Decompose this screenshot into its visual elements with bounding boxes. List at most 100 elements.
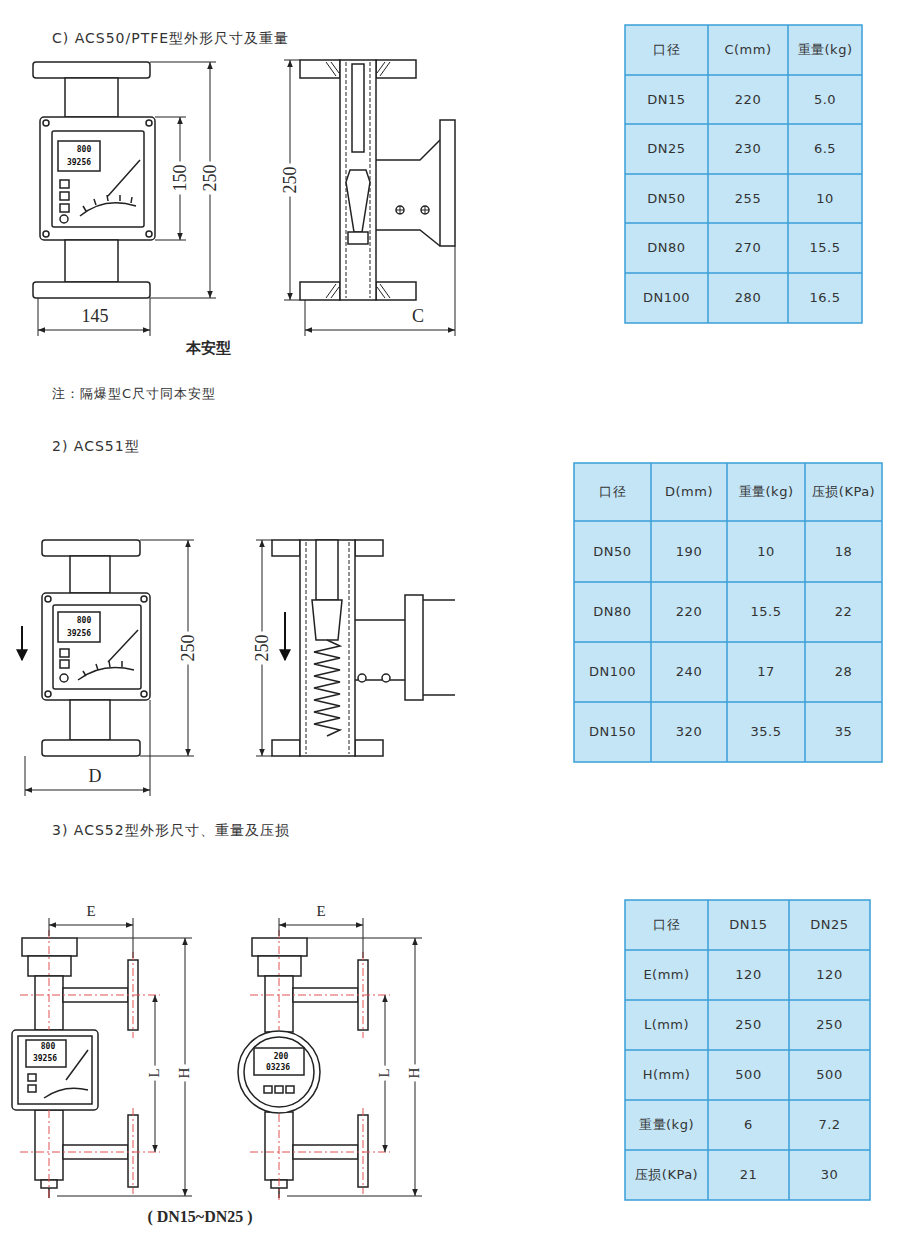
drawing-part bbox=[352, 64, 364, 152]
drawing-part bbox=[60, 215, 68, 223]
drawing-part bbox=[146, 231, 152, 237]
table-cell: 28 bbox=[835, 665, 853, 680]
display-reading: 03236 bbox=[266, 1063, 290, 1072]
dimension-label: 250 bbox=[178, 632, 199, 665]
drawing-part bbox=[12, 1030, 98, 1110]
drawing-part bbox=[405, 595, 423, 700]
dimension-label: L bbox=[376, 1065, 393, 1080]
data-table bbox=[574, 25, 882, 1200]
bypass-flowmeter-round bbox=[238, 918, 422, 1200]
drawing-part bbox=[49, 918, 192, 1196]
table-cell: 220 bbox=[676, 605, 702, 620]
dimension-label: C bbox=[410, 306, 426, 327]
dimension-lines bbox=[38, 62, 216, 336]
centerline bbox=[20, 930, 160, 1200]
table-cell: 重量(kg) bbox=[739, 485, 794, 500]
table-cell: 口径 bbox=[653, 918, 680, 933]
table-cell: 口径 bbox=[599, 485, 626, 500]
drawing-part bbox=[316, 540, 338, 600]
drawing-part bbox=[80, 160, 140, 216]
display-reading: 800 bbox=[77, 145, 91, 154]
dimension-label: H bbox=[176, 1065, 193, 1082]
table-cell: DN50 bbox=[647, 191, 685, 206]
table-cell: DN80 bbox=[593, 605, 631, 620]
table-cell: 320 bbox=[676, 725, 702, 740]
drawing-part bbox=[279, 918, 422, 1196]
table-cell: 22 bbox=[835, 605, 853, 620]
drawing-part bbox=[33, 282, 150, 298]
drawing-part bbox=[574, 463, 882, 762]
drawing-part bbox=[355, 740, 383, 756]
table-cell: 重量(kg) bbox=[798, 43, 853, 58]
table-cell: 口径 bbox=[653, 43, 680, 58]
drawing-part bbox=[358, 674, 366, 682]
heading-text: 2) ACS51型 bbox=[52, 438, 140, 454]
dimension-label: E bbox=[314, 903, 327, 920]
drawing-part bbox=[340, 60, 376, 300]
drawing-part bbox=[376, 282, 416, 300]
table-cell: 6.5 bbox=[814, 142, 836, 157]
drawing-part bbox=[60, 192, 69, 200]
drawing-part bbox=[300, 282, 340, 300]
drawing-part bbox=[26, 1040, 66, 1067]
heading-text: 3) ACS52型外形尺寸、重量及压损 bbox=[52, 822, 290, 838]
drawing-part bbox=[305, 330, 455, 331]
table-cell: L(mm) bbox=[644, 1018, 689, 1033]
drawing-part bbox=[18, 1036, 92, 1104]
drawing-part bbox=[625, 900, 870, 1200]
table-cell: DN100 bbox=[589, 665, 636, 680]
flowmeter-side-section bbox=[300, 60, 455, 300]
dimension-label: 250 bbox=[252, 632, 273, 665]
table-cell: 压损(KPa) bbox=[635, 1168, 698, 1183]
table-cell: 120 bbox=[816, 968, 842, 983]
dimension-lines bbox=[284, 60, 455, 336]
drawing-part bbox=[21, 626, 23, 660]
table-cell: 270 bbox=[735, 241, 761, 256]
drawing-part bbox=[355, 540, 383, 556]
caption-text: ( DN15~DN25 ) bbox=[147, 1208, 252, 1226]
flowmeter-front-view bbox=[42, 540, 150, 756]
table-cell: 30 bbox=[821, 1168, 839, 1183]
table-cell: E(mm) bbox=[643, 968, 689, 983]
table-cell: 15.5 bbox=[810, 241, 841, 256]
drawing-part bbox=[60, 204, 69, 212]
drawing-part bbox=[25, 790, 150, 791]
drawing-part bbox=[33, 62, 150, 78]
table-cell: 120 bbox=[735, 968, 761, 983]
table-cell: 35.5 bbox=[751, 725, 782, 740]
dimension-label: H bbox=[406, 1065, 423, 1082]
table-cell: 240 bbox=[676, 665, 702, 680]
table-cell: 17 bbox=[757, 665, 775, 680]
drawing-part bbox=[43, 231, 49, 237]
drawing-part bbox=[254, 1048, 304, 1075]
drawing-part bbox=[42, 540, 140, 556]
drawing-part bbox=[286, 1086, 294, 1093]
table-cell: 220 bbox=[735, 92, 761, 107]
table-cell: DN15 bbox=[647, 92, 685, 107]
drawing-part bbox=[284, 60, 455, 336]
drawing-part bbox=[43, 120, 49, 126]
drawing-part bbox=[312, 600, 342, 640]
heading-text: C) ACS50/PTFE型外形尺寸及重量 bbox=[52, 30, 289, 46]
drawing-part bbox=[300, 60, 340, 78]
drawing-part bbox=[376, 60, 416, 78]
drawing-part bbox=[65, 240, 118, 282]
table-cell: 35 bbox=[835, 725, 853, 740]
drawing-part bbox=[65, 78, 118, 117]
dimension-lines bbox=[25, 540, 194, 796]
table-cell: 255 bbox=[735, 191, 761, 206]
drawing-part bbox=[382, 674, 390, 682]
drawing-part bbox=[314, 640, 340, 736]
drawing-part bbox=[45, 596, 51, 602]
drawing-part bbox=[440, 120, 455, 246]
drawing-part bbox=[141, 596, 147, 602]
drawing-part bbox=[275, 1086, 283, 1093]
drawing-part bbox=[279, 925, 363, 926]
table-cell: DN80 bbox=[647, 241, 685, 256]
drawing-part bbox=[396, 206, 429, 214]
drawing-part bbox=[625, 25, 862, 323]
drawing-part bbox=[38, 330, 150, 331]
table-cell: DN25 bbox=[810, 918, 848, 933]
table-cell: 10 bbox=[757, 544, 775, 559]
